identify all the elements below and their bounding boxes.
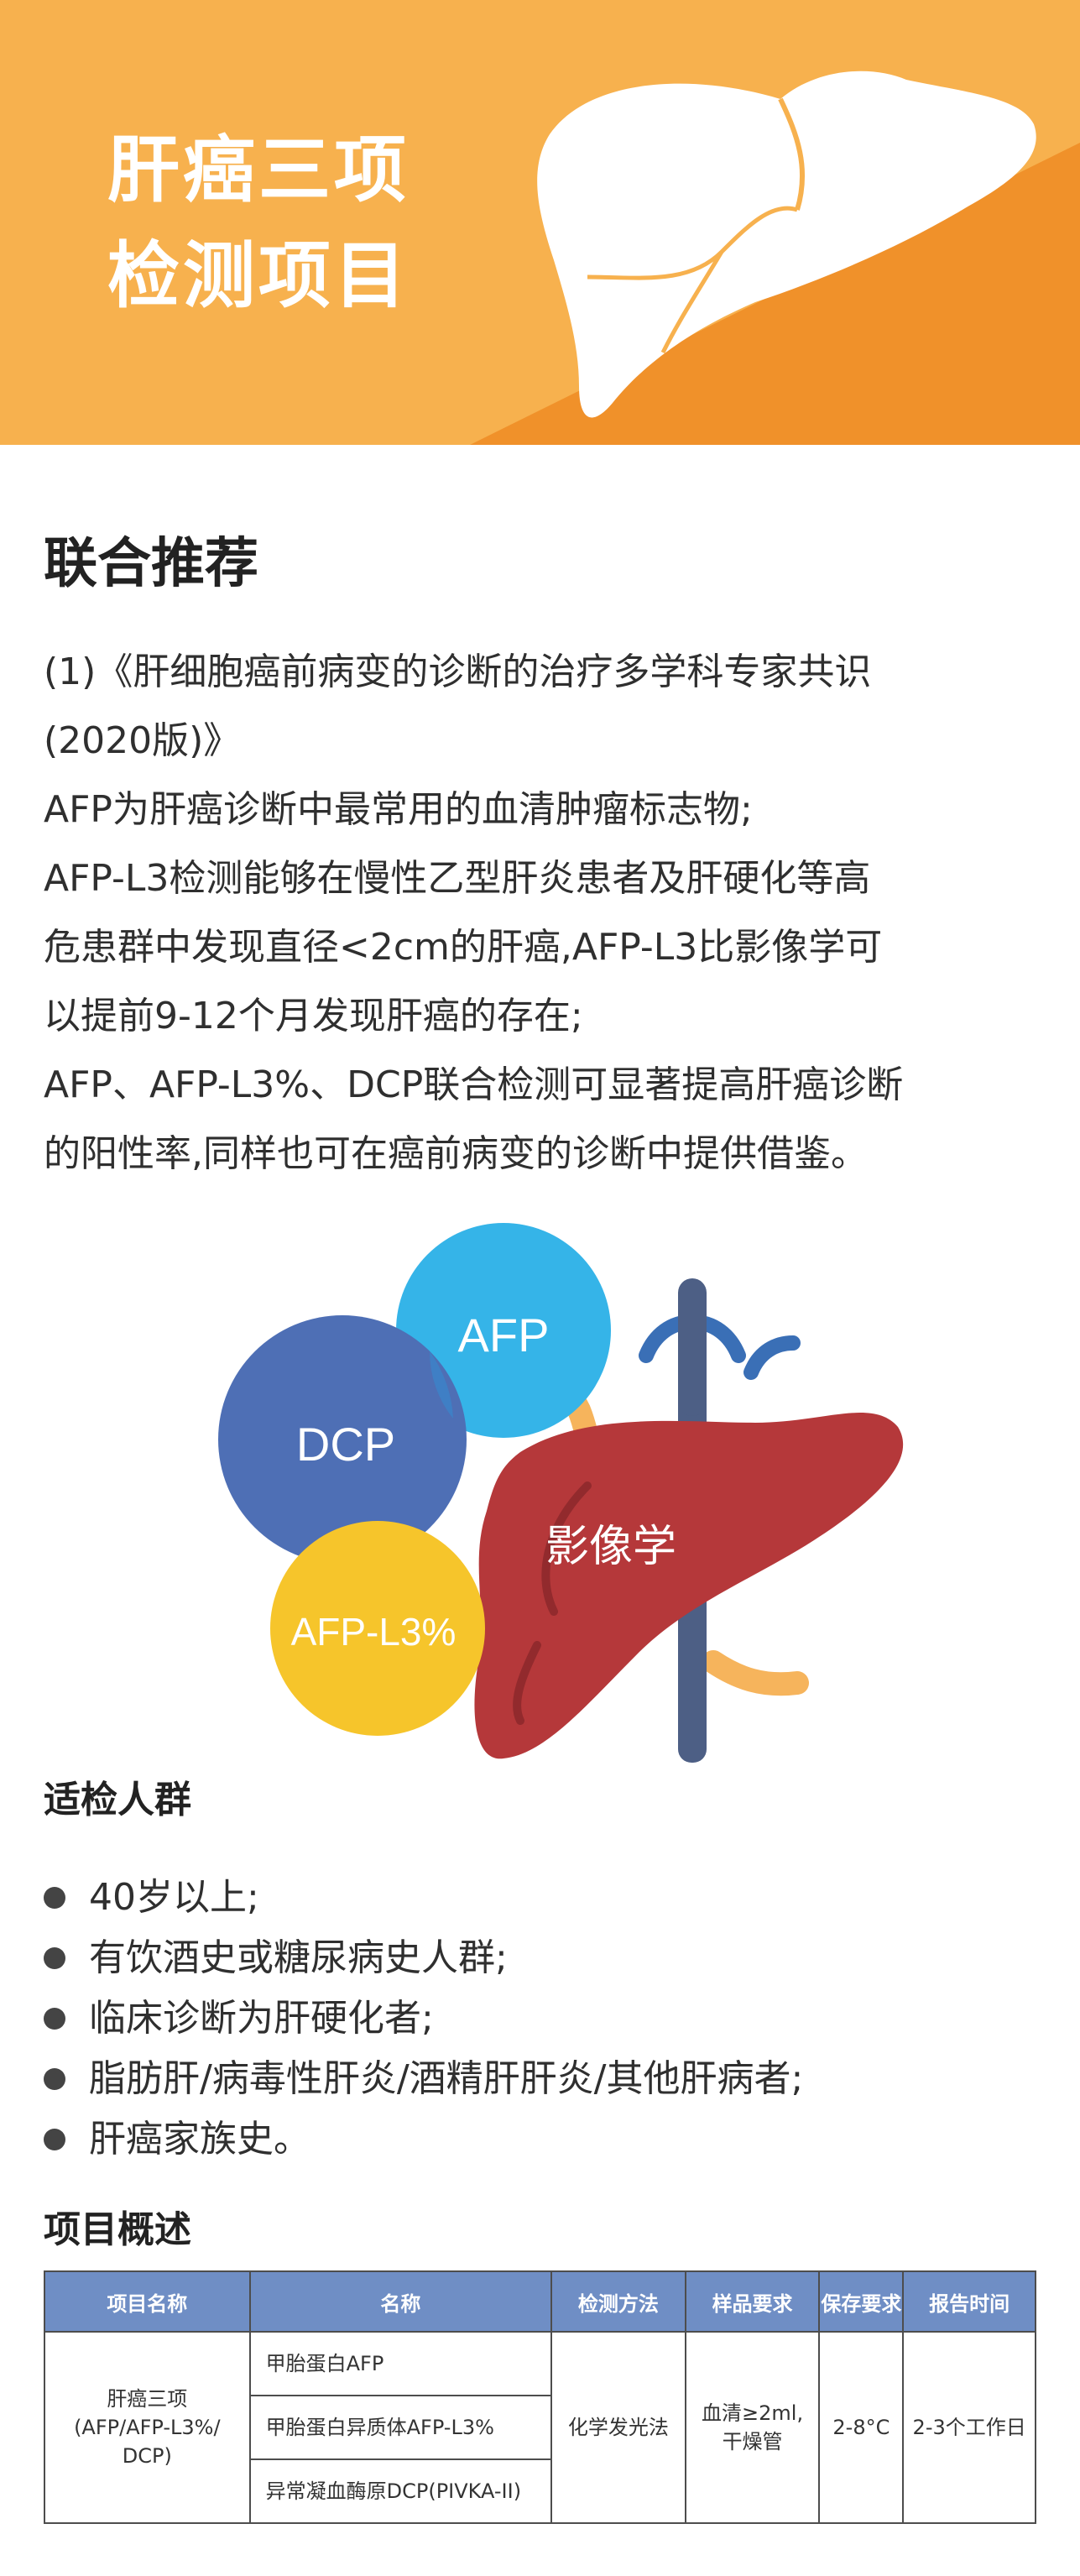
- recommend-line: AFP为肝癌诊断中最常用的血清肿瘤标志物;: [44, 788, 753, 831]
- recommend-line: (2020版)》: [44, 719, 241, 762]
- recommend-line: AFP、AFP-L3%、DCP联合检测可显著提高肝癌诊断: [44, 1063, 904, 1106]
- table-header-cell: 报告时间: [902, 2270, 1036, 2333]
- overview-table: 项目名称 名称 检测方法 样品要求 保存要求 报告时间 肝癌三项 (AFP/AF…: [44, 2270, 1036, 2524]
- storage-cell: 2-8°C: [818, 2331, 905, 2524]
- recommend-paragraph: (1)《肝细胞癌前病变的诊断的治疗多学科专家共识 (2020版)》 AFP为肝癌…: [44, 638, 1042, 1189]
- sample-line: 血清≥2ml,: [702, 2401, 804, 2425]
- overview-title: 项目概述: [44, 2208, 191, 2251]
- report-time-cell: 2-3个工作日: [902, 2331, 1036, 2524]
- list-item: 有饮酒史或糖尿病史人群;: [44, 1928, 803, 1988]
- bullet-icon: [44, 2129, 65, 2150]
- recommend-title: 联合推荐: [44, 533, 258, 595]
- banner-title: 肝癌三项 检测项目: [107, 118, 410, 329]
- recommend-line: AFP-L3检测能够在慢性乙型肝炎患者及肝硬化等高: [44, 857, 871, 900]
- project-name-line: DCP): [122, 2444, 172, 2468]
- bullet-icon: [44, 2008, 65, 2030]
- table-row: 甲胎蛋白异质体AFP-L3%: [44, 2395, 1036, 2460]
- list-item: 临床诊断为肝硬化者;: [44, 1988, 803, 2049]
- list-item-text: 有饮酒史或糖尿病史人群;: [89, 1936, 508, 1979]
- list-item-text: 临床诊断为肝硬化者;: [89, 1997, 434, 2040]
- dcp-label: DCP: [296, 1418, 395, 1471]
- sample-cell: 血清≥2ml, 干燥管: [684, 2331, 821, 2524]
- recommend-line: 危患群中发现直径<2cm的肝癌,AFP-L3比影像学可: [44, 926, 883, 969]
- list-item-text: 肝癌家族史。: [89, 2118, 310, 2161]
- recommend-line: 以提前9-12个月发现肝癌的存在;: [44, 995, 583, 1037]
- recommend-line: (1)《肝细胞癌前病变的诊断的治疗多学科专家共识: [44, 651, 872, 693]
- project-name-line: (AFP/AFP-L3%/: [74, 2416, 221, 2439]
- afp-l3-circle: [270, 1521, 485, 1736]
- table-header-cell: 项目名称: [44, 2270, 251, 2333]
- banner-title-line2: 检测项目: [107, 234, 410, 318]
- sample-line: 干燥管: [722, 2430, 783, 2453]
- detection-diagram: AFP DCP AFP-L3% 影像学: [218, 1223, 904, 1763]
- population-list: 40岁以上; 有饮酒史或糖尿病史人群; 临床诊断为肝硬化者; 脂肪肝/病毒性肝炎…: [44, 1868, 803, 2170]
- list-item-text: 脂肪肝/病毒性肝炎/酒精肝肝炎/其他肝病者;: [89, 2057, 804, 2100]
- banner-title-line1: 肝癌三项: [107, 128, 410, 212]
- list-item: 40岁以上;: [44, 1868, 803, 1928]
- table-header-cell: 保存要求: [818, 2270, 905, 2333]
- table-header-cell: 检测方法: [550, 2270, 686, 2333]
- item-name-cell: 甲胎蛋白AFP: [248, 2331, 553, 2396]
- imaging-label: 影像学: [545, 1522, 676, 1572]
- afp-l3-label: AFP-L3%: [291, 1610, 457, 1654]
- item-name-cell: 异常凝血酶原DCP(PIVKA-II): [248, 2458, 553, 2524]
- item-name-cell: 甲胎蛋白异质体AFP-L3%: [248, 2395, 553, 2460]
- table-header-cell: 样品要求: [684, 2270, 821, 2333]
- table-row: 肝癌三项 (AFP/AFP-L3%/ DCP) 甲胎蛋白AFP 化学发光法 血清…: [44, 2331, 1036, 2524]
- project-name-cell: 肝癌三项 (AFP/AFP-L3%/ DCP): [44, 2331, 251, 2524]
- list-item: 肝癌家族史。: [44, 2109, 803, 2170]
- header-banner: 肝癌三项 检测项目: [0, 0, 1080, 445]
- dcp-circle: [218, 1315, 467, 1564]
- table-header-cell: 名称: [248, 2270, 553, 2333]
- method-cell: 化学发光法: [550, 2331, 686, 2524]
- project-name-line: 肝癌三项: [107, 2387, 188, 2411]
- bullet-icon: [44, 1947, 65, 1969]
- afp-label: AFP: [458, 1309, 550, 1361]
- table-header-row: 项目名称 名称 检测方法 样品要求 保存要求 报告时间: [44, 2270, 1036, 2333]
- bullet-icon: [44, 2068, 65, 2090]
- recommend-line: 的阳性率,同样也可在癌前病变的诊断中提供借鉴。: [44, 1132, 868, 1175]
- liver-banner-icon: [470, 71, 1080, 445]
- table-row: 异常凝血酶原DCP(PIVKA-II): [44, 2458, 1036, 2524]
- bullet-icon: [44, 1887, 65, 1909]
- list-item-text: 40岁以上;: [89, 1876, 259, 1919]
- liver-icon: [474, 1413, 904, 1759]
- population-title: 适检人群: [44, 1779, 191, 1821]
- list-item: 脂肪肝/病毒性肝炎/酒精肝肝炎/其他肝病者;: [44, 2049, 803, 2109]
